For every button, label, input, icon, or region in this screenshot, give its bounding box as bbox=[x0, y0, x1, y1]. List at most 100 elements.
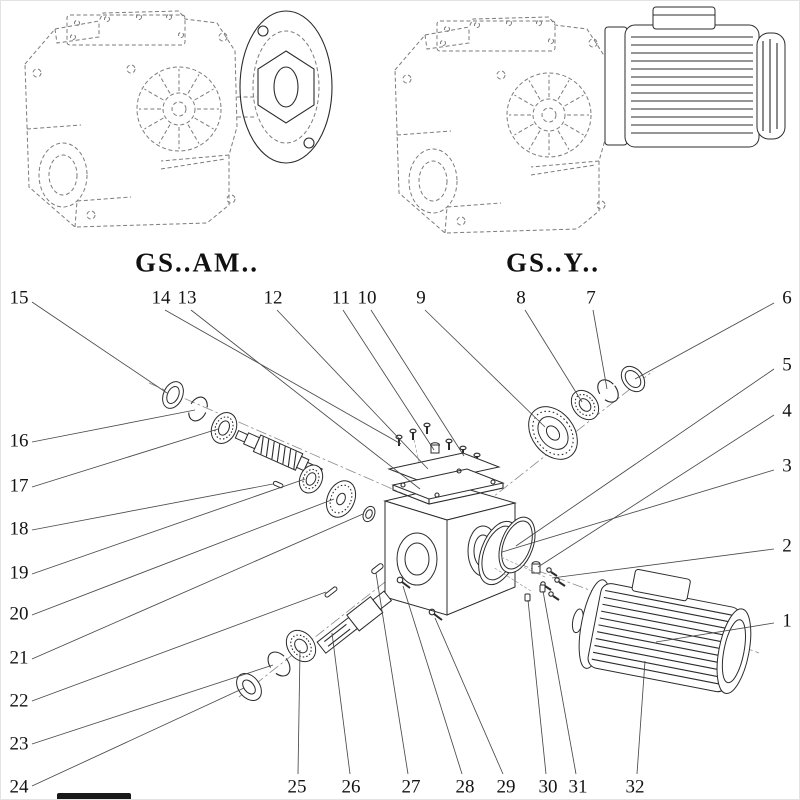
breather-plug bbox=[430, 442, 440, 454]
callout-label-11: 11 bbox=[331, 287, 351, 309]
callout-label-32: 32 bbox=[625, 776, 645, 798]
leader-line-8 bbox=[524, 309, 583, 403]
motor-assembled bbox=[604, 6, 786, 148]
watermark-mark bbox=[57, 793, 131, 799]
callout-label-31: 31 bbox=[568, 776, 588, 798]
model-label-y: GS..Y.. bbox=[505, 247, 601, 278]
leader-line-21 bbox=[31, 513, 364, 660]
output-shaft bbox=[316, 590, 393, 654]
spacer-ring bbox=[362, 505, 376, 523]
leader-line-22 bbox=[31, 591, 327, 702]
leader-line-16 bbox=[31, 409, 196, 443]
gearbox-unit-am bbox=[24, 10, 333, 228]
callout-label-15: 15 bbox=[9, 287, 29, 309]
leader-line-17 bbox=[31, 428, 219, 488]
callout-label-23: 23 bbox=[9, 733, 29, 755]
leader-line-24 bbox=[31, 687, 245, 787]
leader-line-15 bbox=[31, 301, 168, 394]
input-shaft-parts bbox=[162, 381, 376, 523]
gear-bearing bbox=[570, 389, 600, 421]
callout-label-8: 8 bbox=[516, 287, 526, 309]
leader-line-14 bbox=[164, 309, 402, 445]
small-fasteners bbox=[524, 584, 546, 602]
leader-line-29 bbox=[434, 617, 504, 775]
leader-line-27 bbox=[375, 572, 409, 775]
leader-line-31 bbox=[542, 590, 577, 775]
callout-label-30: 30 bbox=[538, 776, 558, 798]
callout-label-29: 29 bbox=[496, 776, 516, 798]
callout-label-24: 24 bbox=[9, 776, 29, 798]
callout-label-5: 5 bbox=[782, 354, 792, 376]
callout-label-21: 21 bbox=[9, 647, 29, 669]
callout-label-3: 3 bbox=[782, 455, 792, 477]
model-label-am: GS..AM.. bbox=[135, 247, 259, 278]
leader-line-30 bbox=[527, 599, 547, 775]
cover-gasket bbox=[387, 452, 501, 484]
callout-label-4: 4 bbox=[782, 400, 792, 422]
leader-line-7 bbox=[592, 309, 608, 390]
leader-line-11 bbox=[342, 309, 435, 451]
leader-line-5 bbox=[515, 368, 775, 547]
input-bearing-2 bbox=[298, 464, 324, 494]
shim-disc bbox=[325, 480, 357, 518]
leader-line-23 bbox=[31, 664, 274, 745]
gearbox-housing-dashed bbox=[24, 10, 238, 228]
callout-label-28: 28 bbox=[455, 776, 475, 798]
output-circlip bbox=[267, 651, 291, 677]
callout-label-2: 2 bbox=[782, 535, 792, 557]
leader-line-12 bbox=[276, 309, 429, 470]
input-bearing bbox=[210, 412, 238, 444]
callout-label-17: 17 bbox=[9, 475, 29, 497]
leader-line-10 bbox=[370, 309, 465, 457]
output-flange bbox=[239, 10, 333, 164]
callout-label-10: 10 bbox=[357, 287, 377, 309]
callout-label-1: 1 bbox=[782, 610, 792, 632]
gearbox-housing-dashed bbox=[394, 16, 608, 234]
bolt-assembly-lines bbox=[492, 556, 546, 592]
parallel-pin bbox=[324, 586, 338, 598]
input-axis-centerline bbox=[148, 382, 444, 512]
leader-line-18 bbox=[31, 483, 274, 531]
output-shaft-parts bbox=[236, 563, 393, 701]
callout-label-6: 6 bbox=[782, 287, 792, 309]
leader-line-28 bbox=[402, 585, 463, 775]
gear-circlip bbox=[597, 379, 619, 403]
callout-label-16: 16 bbox=[9, 430, 29, 452]
motor-exploded bbox=[571, 568, 752, 694]
callout-label-19: 19 bbox=[9, 562, 29, 584]
callout-label-22: 22 bbox=[9, 690, 29, 712]
leader-line-1 bbox=[655, 622, 775, 643]
output-washer bbox=[236, 673, 262, 701]
leader-lines-layer bbox=[31, 301, 775, 787]
leader-line-13 bbox=[190, 309, 421, 490]
housing-bolts bbox=[396, 576, 443, 621]
callout-label-27: 27 bbox=[401, 776, 421, 798]
callout-label-14: 14 bbox=[151, 287, 171, 309]
gear-line-parts bbox=[528, 365, 646, 460]
leader-line-4 bbox=[537, 414, 775, 568]
leader-line-25 bbox=[297, 649, 301, 775]
output-bearing bbox=[285, 629, 317, 663]
worm-wheel bbox=[528, 406, 578, 460]
plug-screw bbox=[531, 561, 541, 574]
leader-line-19 bbox=[31, 478, 306, 575]
shaft-seal bbox=[162, 381, 184, 409]
callout-label-13: 13 bbox=[177, 287, 197, 309]
leader-line-26 bbox=[331, 632, 351, 775]
retaining-ring bbox=[188, 396, 208, 422]
callout-label-12: 12 bbox=[263, 287, 283, 309]
leader-line-2 bbox=[551, 548, 775, 579]
leader-line-20 bbox=[31, 498, 335, 616]
callout-label-25: 25 bbox=[287, 776, 307, 798]
flange-bolts bbox=[540, 567, 566, 601]
closing-ring bbox=[620, 365, 646, 393]
callout-label-20: 20 bbox=[9, 603, 29, 625]
callout-label-26: 26 bbox=[341, 776, 361, 798]
callout-label-18: 18 bbox=[9, 518, 29, 540]
exploded-view bbox=[31, 301, 775, 787]
leader-line-32 bbox=[636, 660, 646, 775]
leader-line-3 bbox=[501, 469, 775, 553]
leader-line-6 bbox=[634, 302, 775, 380]
